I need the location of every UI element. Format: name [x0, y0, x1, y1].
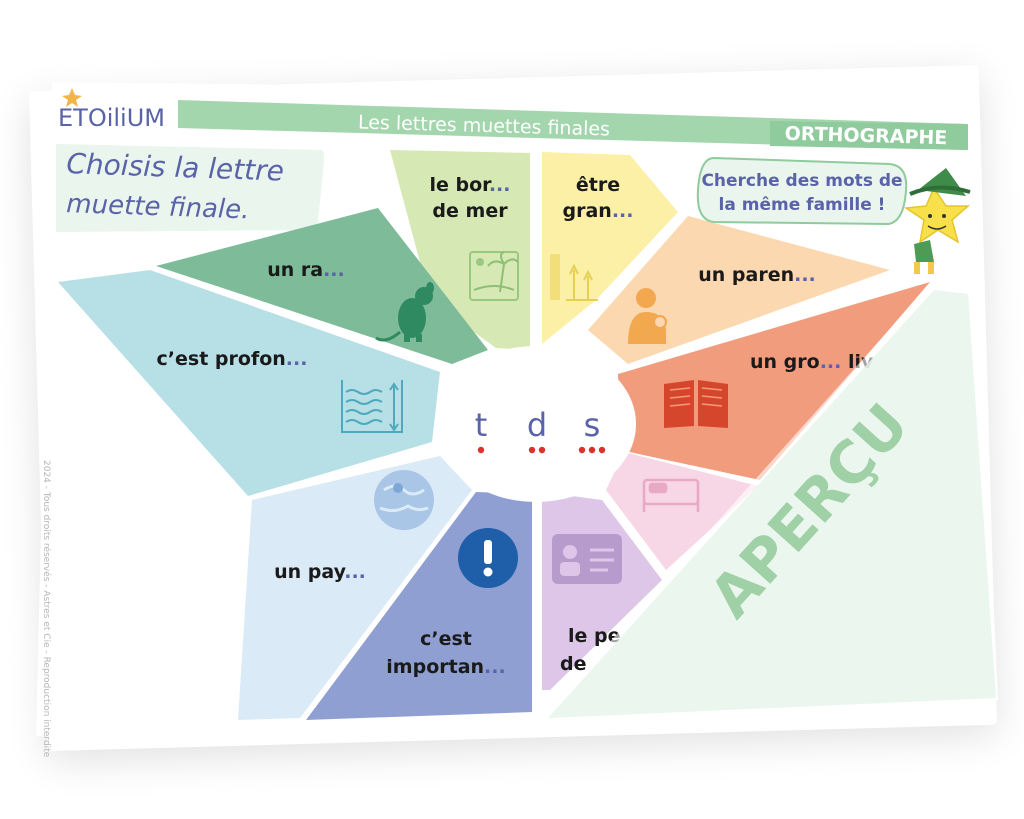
letter-t[interactable]: t: [475, 406, 488, 444]
logo-text: ETOiliUM: [58, 104, 165, 132]
etoilium-logo: ETOiliUM: [58, 88, 165, 132]
segment-un-gros-livre[interactable]: [618, 282, 930, 480]
dot-t-1: [477, 446, 485, 454]
beach-icon: [469, 251, 519, 301]
dot-d-1: [528, 446, 536, 454]
watermark-panel: [548, 290, 996, 718]
letter-d[interactable]: d: [527, 406, 547, 444]
dot-s-2: [588, 446, 596, 454]
segment-bord-de-mer-label: le bor...: [430, 174, 511, 196]
copyright-note: 2024 - Tous droits réservés - Astres et …: [41, 460, 52, 758]
dot-s-3: [598, 446, 606, 454]
segment-c-est-important-label: c’est: [420, 628, 472, 650]
segment-un-rat-label: un ra...: [267, 259, 345, 281]
dot-d-2: [538, 446, 546, 454]
height-chart-icon: [550, 254, 598, 301]
instruction-box: [56, 144, 324, 232]
dot-s-1: [578, 446, 586, 454]
segment-c-est-important-label-2: importan...: [386, 656, 505, 678]
category-band: [770, 121, 968, 150]
segment-c-est-profond-label: c’est profon...: [157, 348, 308, 370]
segment-etre-grand-label: être: [576, 174, 620, 196]
segment-etre-grand[interactable]: [542, 152, 678, 344]
segment-un-pays-label: un pay...: [274, 561, 366, 583]
letter-s[interactable]: s: [584, 406, 601, 444]
instruction-line-2: muette finale.: [66, 189, 250, 225]
globe-icon: [374, 470, 434, 530]
segment-etre-grand-label-2: gran...: [563, 200, 634, 222]
segment-le-permis-label-2: de: [560, 653, 587, 675]
water-depth-icon: [341, 380, 403, 433]
book-icon: [664, 380, 728, 428]
bed-icon: [642, 478, 700, 512]
instruction-line-1: Choisis la lettre: [66, 147, 285, 188]
center-oval: [436, 346, 636, 502]
segment-bord-de-mer-label-2: de mer: [432, 200, 508, 222]
segment-c-est-profond[interactable]: [58, 270, 440, 496]
tip-bubble: Cherche des mots de la même famille !: [696, 156, 908, 226]
logo-star-icon: [62, 88, 82, 107]
segment-un-parent-label: un paren...: [698, 264, 816, 286]
rat-icon: [375, 282, 434, 342]
center-letters: t d s: [475, 406, 606, 454]
tip-line-1: Cherche des mots de: [701, 171, 902, 191]
id-card-icon: [552, 534, 622, 584]
tip-line-2: la même famille !: [719, 195, 886, 215]
header-category: ORTHOGRAPHE: [784, 123, 947, 150]
exclamation-icon: [458, 528, 518, 588]
parent-child-icon: [628, 288, 667, 344]
star-mascot-icon: [903, 168, 971, 274]
segment-le-permis-label: le pe: [568, 625, 621, 647]
